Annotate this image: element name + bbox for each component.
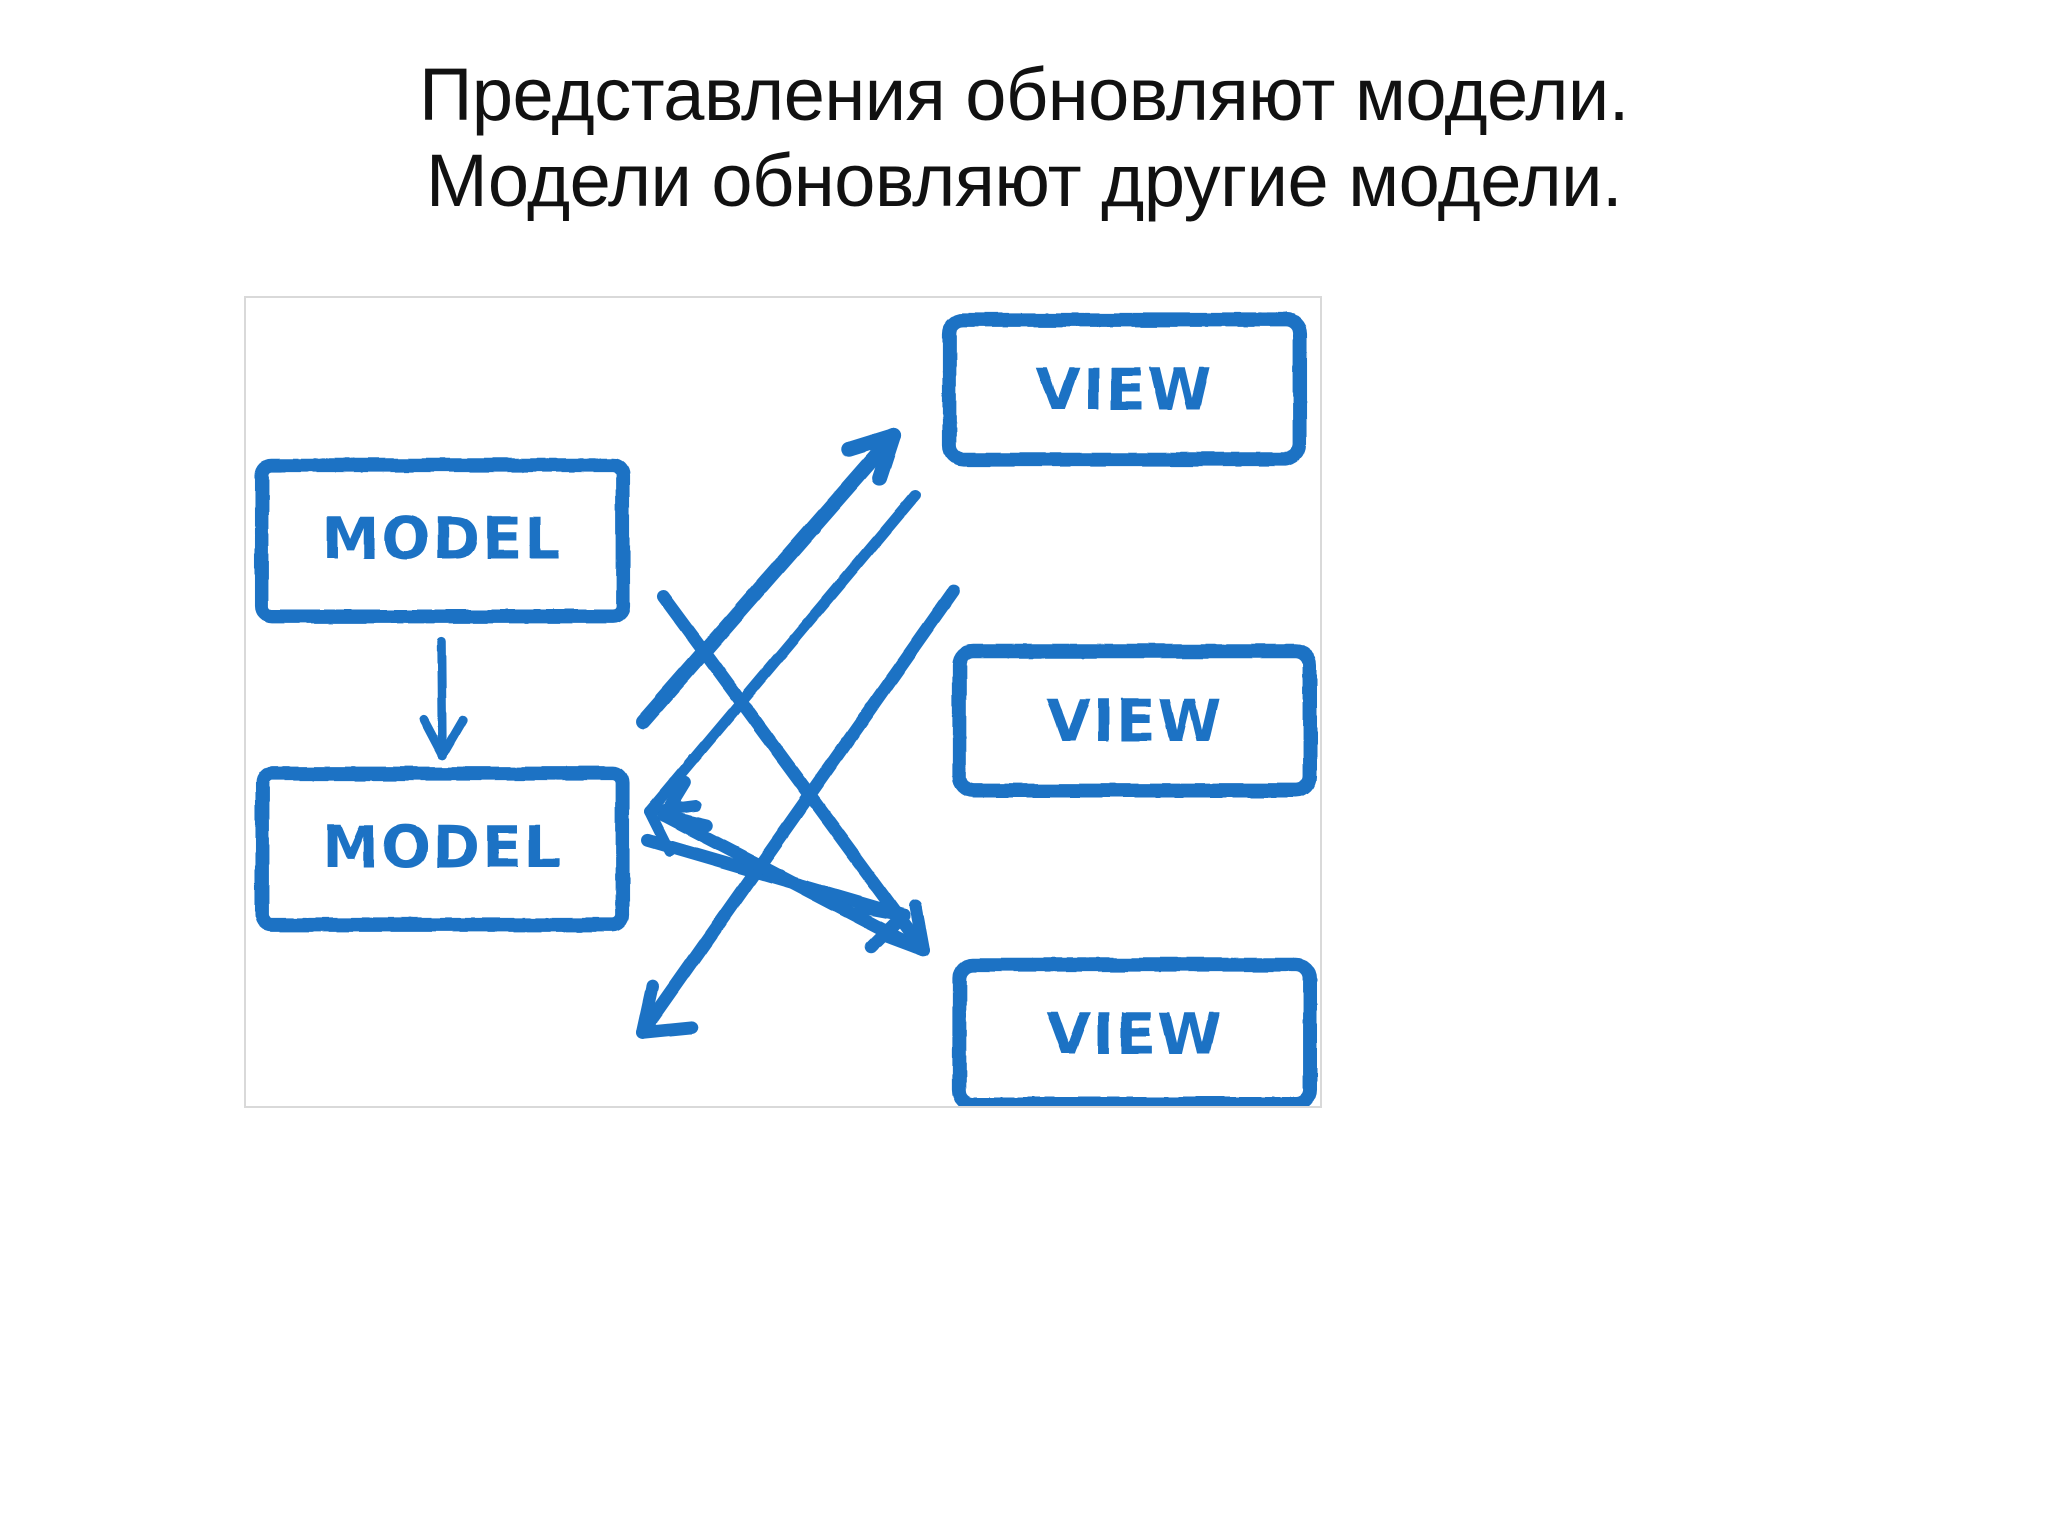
arrow-model1-to-model2	[418, 636, 468, 761]
arrow-model-to-view3-long	[656, 590, 930, 957]
model-2-label: MODEL	[322, 813, 563, 881]
arrow-view3-to-model2	[657, 776, 922, 954]
view-2-label: VIEW	[1046, 687, 1223, 755]
view-3-box[interactable]	[952, 957, 1318, 1106]
model-1-box[interactable]	[254, 458, 630, 624]
model-2-box[interactable]	[254, 766, 630, 932]
view-1-label: VIEW	[1036, 355, 1213, 423]
page-title: Представления обновляют модели. Модели о…	[0, 52, 2048, 224]
node-label-layer: MODEL MODEL VIEW VIEW VIEW	[322, 355, 1223, 1068]
title-line-1: Представления обновляют модели.	[419, 53, 1629, 136]
model-1-label: MODEL	[322, 505, 563, 573]
arrow-view2-to-model2	[636, 585, 960, 1039]
arrow-model1-to-view1	[636, 427, 902, 729]
view-3-label: VIEW	[1046, 1000, 1223, 1068]
diagram-canvas: MODEL MODEL VIEW VIEW VIEW	[254, 312, 1318, 1106]
arrow-layer	[418, 427, 960, 1039]
view-2-box[interactable]	[952, 644, 1318, 798]
diagram-panel: MODEL MODEL VIEW VIEW VIEW	[244, 296, 1322, 1108]
view-1-box[interactable]	[942, 312, 1308, 467]
arrow-model1-to-view2	[641, 833, 911, 954]
title-line-2: Модели обновляют другие модели.	[425, 138, 1623, 222]
node-box-layer	[254, 312, 1318, 1106]
